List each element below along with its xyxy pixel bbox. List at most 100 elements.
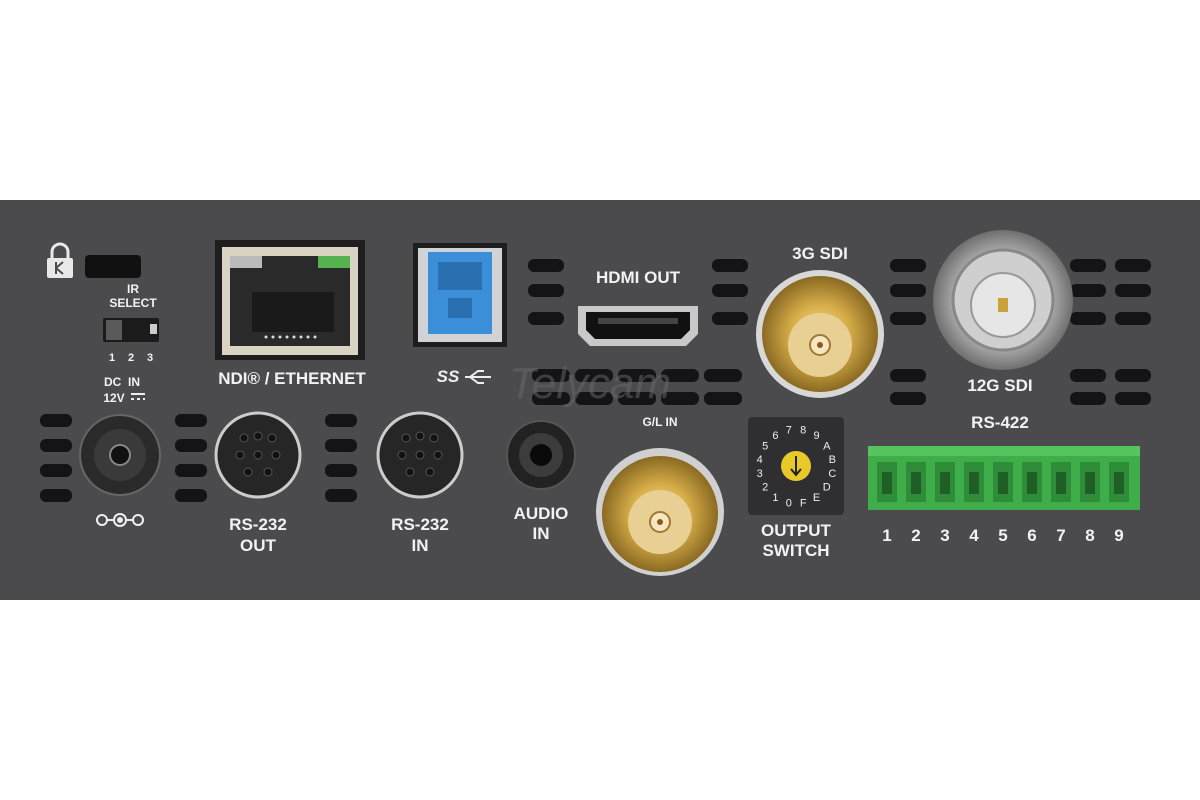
dc-in-label: DC IN [104, 375, 140, 389]
vent-slot [175, 489, 207, 502]
vent-slot [704, 369, 742, 382]
vent-slot [528, 312, 564, 325]
ethernet-label: NDI® / ETHERNET [218, 369, 366, 388]
vent-slot [1070, 369, 1106, 382]
rotary-digit: 2 [762, 482, 768, 494]
vent-slot [712, 312, 748, 325]
vent-slot [1070, 259, 1106, 272]
vent-slot [890, 369, 926, 382]
rotary-digit: A [823, 440, 831, 452]
vent-slot [712, 259, 748, 272]
vent-slot [890, 284, 926, 297]
gl-in-label: G/L IN [642, 415, 677, 429]
vent-slot [325, 489, 357, 502]
rs422-label: RS-422 [971, 413, 1029, 432]
rotary-digit: 4 [757, 454, 763, 466]
vent-slot [532, 369, 570, 382]
select-label: SELECT [109, 296, 157, 310]
vent-slot [618, 392, 656, 405]
rs232-out-label-line1: RS-232 [229, 515, 287, 534]
rs422-terminal-block[interactable] [868, 446, 1140, 510]
vent-slot [1115, 369, 1151, 382]
rotary-digit: 3 [757, 468, 763, 480]
gl-in-bnc-connector[interactable] [596, 448, 724, 576]
dc-symbol-icon [131, 393, 145, 400]
audio-in-label-line2: IN [533, 524, 550, 543]
ir-label: IR [127, 282, 139, 296]
kensington-lock-icon [47, 242, 73, 278]
rs422-pin-number: 6 [1027, 526, 1036, 545]
output-switch-label-line1: OUTPUT [761, 521, 832, 540]
usb3-port[interactable] [413, 243, 507, 347]
vent-slot [890, 259, 926, 272]
vent-slot [890, 392, 926, 405]
sdi-3g-label: 3G SDI [792, 244, 848, 263]
vent-slot [661, 392, 699, 405]
terminal-screw-hole [1027, 472, 1037, 494]
rotary-digit: 0 [786, 497, 792, 509]
vent-slot [528, 284, 564, 297]
terminal-screw-hole [1114, 472, 1124, 494]
sdi-12g-bnc-connector[interactable] [933, 230, 1073, 370]
rs232-in-label-line2: IN [412, 536, 429, 555]
hdmi-out-label: HDMI OUT [596, 268, 681, 287]
rotary-digit: 1 [772, 492, 778, 504]
watermark: Telycam [509, 359, 671, 408]
vent-slot [325, 414, 357, 427]
hdmi-out-port[interactable] [578, 306, 698, 346]
svg-text:SS: SS [437, 367, 460, 386]
rotary-digit: D [823, 482, 831, 494]
terminal-screw-hole [940, 472, 950, 494]
rs422-pin-number: 2 [911, 526, 920, 545]
rs422-pin-number: 5 [998, 526, 1007, 545]
vent-slot [575, 392, 613, 405]
output-switch-label-line2: SWITCH [762, 541, 829, 560]
dc-polarity-icon [96, 513, 144, 527]
rs232-in-port[interactable] [376, 411, 464, 499]
vent-slot [712, 284, 748, 297]
sdi-12g-label: 12G SDI [967, 376, 1032, 395]
rotary-digit: 7 [786, 425, 792, 437]
vent-slot [575, 369, 613, 382]
vent-slot [1115, 259, 1151, 272]
terminal-screw-hole [1056, 472, 1066, 494]
vent-slot [175, 464, 207, 477]
dc-voltage-label: 12V [103, 391, 124, 405]
terminal-screw-hole [911, 472, 921, 494]
rs232-out-label-line2: OUT [240, 536, 277, 555]
rs232-out-port[interactable] [214, 411, 302, 499]
vent-slot [40, 414, 72, 427]
vent-slot [1115, 312, 1151, 325]
dc-power-jack[interactable] [79, 414, 161, 496]
vent-slot [325, 464, 357, 477]
rs422-pin-number: 3 [940, 526, 949, 545]
rs422-pin-number: 8 [1085, 526, 1094, 545]
rs422-pin-number: 9 [1114, 526, 1123, 545]
rs232-in-label-line1: RS-232 [391, 515, 449, 534]
vent-slot [175, 439, 207, 452]
vent-slot [1070, 312, 1106, 325]
vent-slot [175, 414, 207, 427]
vent-slot [1115, 392, 1151, 405]
vent-slot [1115, 284, 1151, 297]
sdi-3g-bnc-connector[interactable] [756, 270, 884, 398]
rotary-digit: C [828, 468, 836, 480]
audio-in-jack[interactable] [506, 420, 576, 490]
rs422-pin-number: 4 [969, 526, 979, 545]
terminal-screw-hole [1085, 472, 1095, 494]
rotary-digit: E [813, 492, 820, 504]
ir-select-switch[interactable] [103, 318, 159, 342]
vent-slot [890, 312, 926, 325]
ethernet-port[interactable] [215, 240, 365, 360]
ir-position-1: 1 [109, 352, 115, 364]
vent-slot [704, 392, 742, 405]
rotary-digit: 9 [813, 430, 819, 442]
vent-slot [618, 369, 656, 382]
vent-slot [325, 439, 357, 452]
vent-slot [40, 464, 72, 477]
vent-slot [1070, 392, 1106, 405]
audio-in-label-line1: AUDIO [514, 504, 569, 523]
rotary-digit: 5 [762, 440, 768, 452]
